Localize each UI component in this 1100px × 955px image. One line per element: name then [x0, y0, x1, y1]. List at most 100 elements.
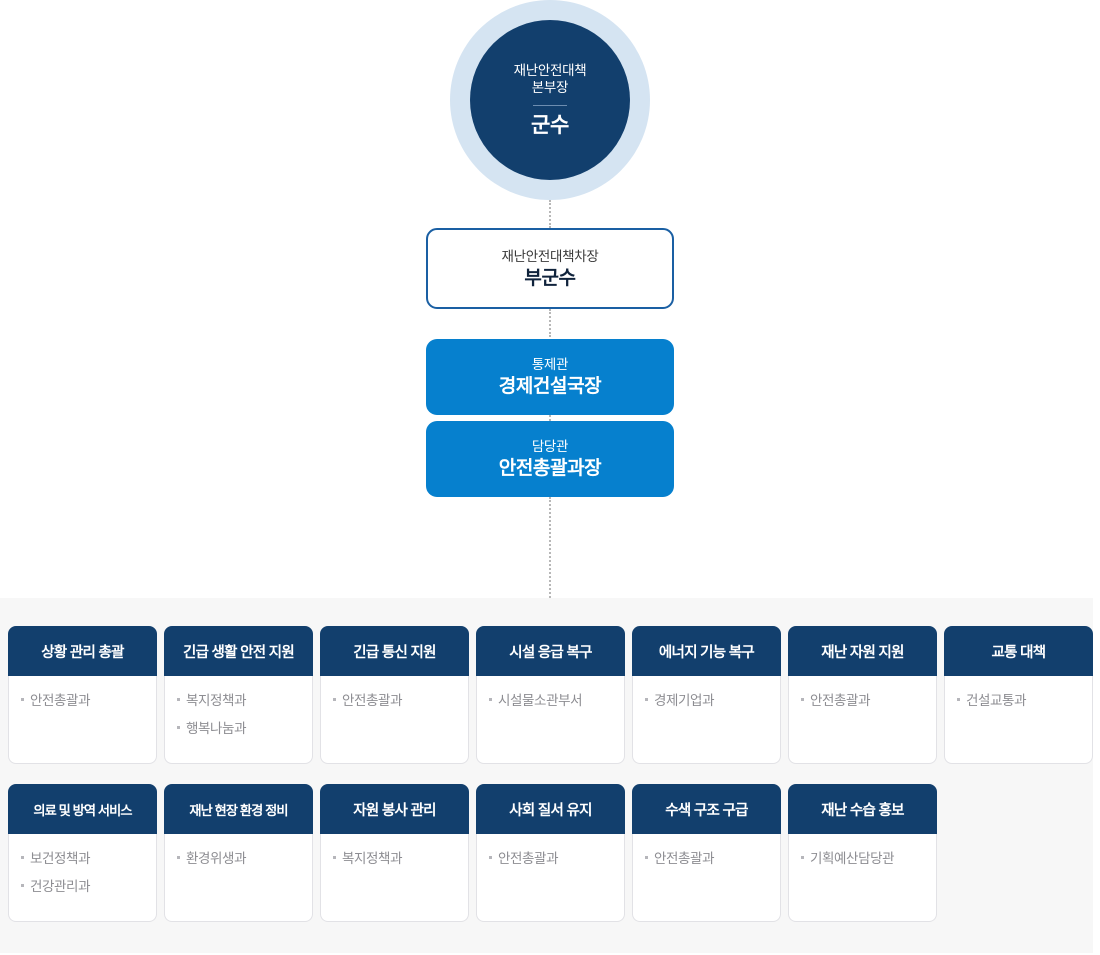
department-card: 긴급 생활 안전 지원 복지정책과 행복나눔과 [164, 626, 313, 764]
card-title: 자원 봉사 관리 [320, 784, 469, 834]
node-officer: 담당관 안전총괄과장 [426, 421, 674, 497]
connector-line-2 [549, 309, 553, 337]
connector-line-4 [549, 497, 553, 598]
bullet-icon [801, 698, 804, 701]
card-title: 상황 관리 총괄 [8, 626, 157, 676]
department-name: 복지정책과 [186, 693, 247, 708]
department-name: 기획예산담당관 [810, 851, 895, 866]
department-card: 사회 질서 유지 안전총괄과 [476, 784, 625, 922]
department-card-row-2: 의료 및 방역 서비스 보건정책과 건강관리과 재난 현장 환경 정비 환경위생… [8, 784, 937, 922]
department-name: 안전총괄과 [342, 693, 403, 708]
card-title: 수색 구조 구급 [632, 784, 781, 834]
list-item: 복지정책과 [333, 845, 458, 873]
department-card: 재난 자원 지원 안전총괄과 [788, 626, 937, 764]
head-circle: 재난안전대책 본부장 군수 [450, 0, 650, 200]
department-card: 에너지 기능 복구 경제기업과 [632, 626, 781, 764]
card-title: 긴급 통신 지원 [320, 626, 469, 676]
card-title: 재난 수습 홍보 [788, 784, 937, 834]
bullet-icon [177, 856, 180, 859]
list-item: 안전총괄과 [21, 687, 146, 715]
department-name: 안전총괄과 [498, 851, 559, 866]
department-card: 재난 현장 환경 정비 환경위생과 [164, 784, 313, 922]
card-body: 환경위생과 [164, 834, 313, 922]
bullet-icon [645, 856, 648, 859]
department-card: 의료 및 방역 서비스 보건정책과 건강관리과 [8, 784, 157, 922]
list-item: 안전총괄과 [801, 687, 926, 715]
department-name: 안전총괄과 [30, 693, 91, 708]
department-name: 보건정책과 [30, 851, 91, 866]
department-name: 복지정책과 [342, 851, 403, 866]
card-body: 안전총괄과 [788, 676, 937, 764]
department-name: 경제기업과 [654, 693, 715, 708]
card-title: 사회 질서 유지 [476, 784, 625, 834]
list-item: 건강관리과 [21, 873, 146, 901]
bullet-icon [801, 856, 804, 859]
department-card: 수색 구조 구급 안전총괄과 [632, 784, 781, 922]
bullet-icon [333, 698, 336, 701]
department-name: 시설물소관부서 [498, 693, 583, 708]
card-body: 안전총괄과 [632, 834, 781, 922]
card-title: 긴급 생활 안전 지원 [164, 626, 313, 676]
head-divider [533, 105, 567, 106]
department-name: 안전총괄과 [810, 693, 871, 708]
card-body: 안전총괄과 [320, 676, 469, 764]
node-name-label: 부군수 [524, 267, 576, 289]
list-item: 안전총괄과 [489, 845, 614, 873]
bullet-icon [645, 698, 648, 701]
bullet-icon [957, 698, 960, 701]
bullet-icon [489, 856, 492, 859]
bullet-icon [21, 856, 24, 859]
node-controller: 통제관 경제건설국장 [426, 339, 674, 415]
card-body: 보건정책과 건강관리과 [8, 834, 157, 922]
bullet-icon [21, 884, 24, 887]
card-title: 교통 대책 [944, 626, 1093, 676]
card-body: 기획예산담당관 [788, 834, 937, 922]
head-name-label: 군수 [530, 114, 570, 137]
department-card: 교통 대책 건설교통과 [944, 626, 1093, 764]
list-item: 안전총괄과 [333, 687, 458, 715]
department-name: 행복나눔과 [186, 721, 247, 736]
list-item: 건설교통과 [957, 687, 1082, 715]
card-title: 의료 및 방역 서비스 [8, 784, 157, 834]
bullet-icon [177, 698, 180, 701]
department-card: 상황 관리 총괄 안전총괄과 [8, 626, 157, 764]
list-item: 보건정책과 [21, 845, 146, 873]
card-title: 시설 응급 복구 [476, 626, 625, 676]
list-item: 행복나눔과 [177, 715, 302, 743]
card-body: 경제기업과 [632, 676, 781, 764]
department-card: 긴급 통신 지원 안전총괄과 [320, 626, 469, 764]
card-body: 안전총괄과 [8, 676, 157, 764]
department-name: 건강관리과 [30, 879, 91, 894]
department-card: 재난 수습 홍보 기획예산담당관 [788, 784, 937, 922]
list-item: 기획예산담당관 [801, 845, 926, 873]
list-item: 복지정책과 [177, 687, 302, 715]
card-body: 복지정책과 행복나눔과 [164, 676, 313, 764]
department-name: 안전총괄과 [654, 851, 715, 866]
node-role-label: 재난안전대책차장 [501, 248, 599, 264]
bullet-icon [21, 698, 24, 701]
node-role-label: 담당관 [531, 439, 569, 454]
department-card: 자원 봉사 관리 복지정책과 [320, 784, 469, 922]
head-circle-inner: 재난안전대책 본부장 군수 [470, 20, 630, 180]
node-name-label: 경제건설국장 [498, 376, 602, 397]
head-role-label: 재난안전대책 본부장 [513, 63, 587, 95]
card-body: 복지정책과 [320, 834, 469, 922]
card-title: 재난 자원 지원 [788, 626, 937, 676]
card-body: 건설교통과 [944, 676, 1093, 764]
node-deputy-chief: 재난안전대책차장 부군수 [426, 228, 674, 309]
list-item: 시설물소관부서 [489, 687, 614, 715]
department-card-row-1: 상황 관리 총괄 안전총괄과 긴급 생활 안전 지원 복지정책과 행복나눔과 [8, 626, 1093, 764]
card-body: 안전총괄과 [476, 834, 625, 922]
department-name: 환경위생과 [186, 851, 247, 866]
department-card: 시설 응급 복구 시설물소관부서 [476, 626, 625, 764]
department-name: 건설교통과 [966, 693, 1027, 708]
node-role-label: 통제관 [531, 357, 569, 372]
card-body: 시설물소관부서 [476, 676, 625, 764]
list-item: 경제기업과 [645, 687, 770, 715]
bullet-icon [177, 726, 180, 729]
card-title: 에너지 기능 복구 [632, 626, 781, 676]
connector-line-1 [549, 200, 553, 228]
bullet-icon [489, 698, 492, 701]
node-name-label: 안전총괄과장 [498, 458, 602, 479]
